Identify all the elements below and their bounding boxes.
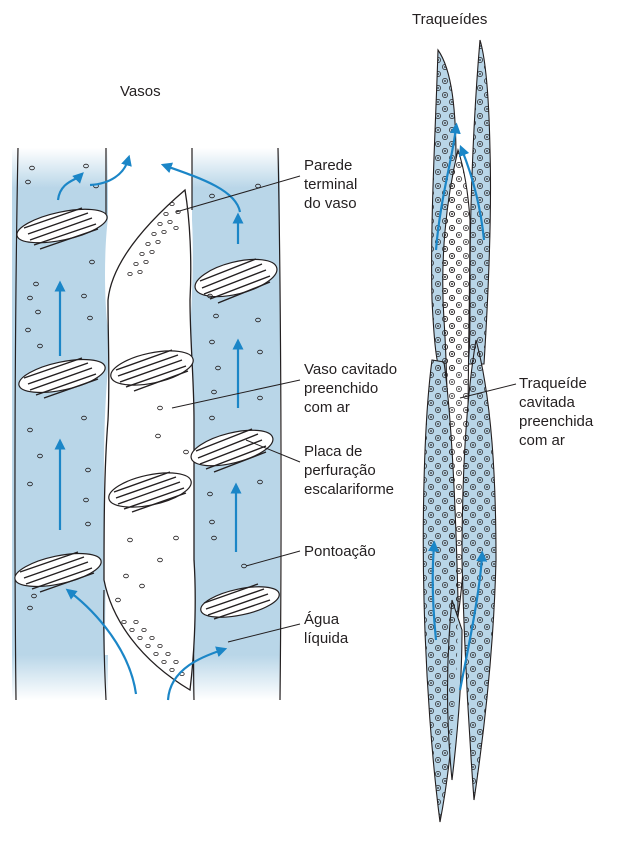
vessels-group — [12, 148, 282, 700]
label-cavitated-tracheid: Traqueíde cavitada preenchida com ar — [519, 375, 597, 449]
label-perforation-plate: Placa de perfuração escalariforme — [304, 443, 394, 498]
right-vessel-bottom-fade — [192, 655, 280, 700]
title-tracheids: Traqueídes — [412, 11, 487, 28]
label-liquid-water: Água líquida — [304, 611, 349, 647]
title-vessels: Vasos — [120, 83, 161, 100]
left-vessel-top-fade — [12, 148, 108, 188]
cavitated-vessel — [104, 190, 195, 690]
label-pit: Pontoação — [304, 543, 376, 560]
left-vessel-bottom-fade — [12, 655, 108, 700]
label-end-wall: Parede terminal do vaso — [304, 157, 362, 212]
right-vessel — [190, 148, 280, 700]
tracheids-group — [423, 40, 496, 822]
label-cavitated-vessel: Vaso cavitado preenchido com ar — [304, 361, 401, 416]
